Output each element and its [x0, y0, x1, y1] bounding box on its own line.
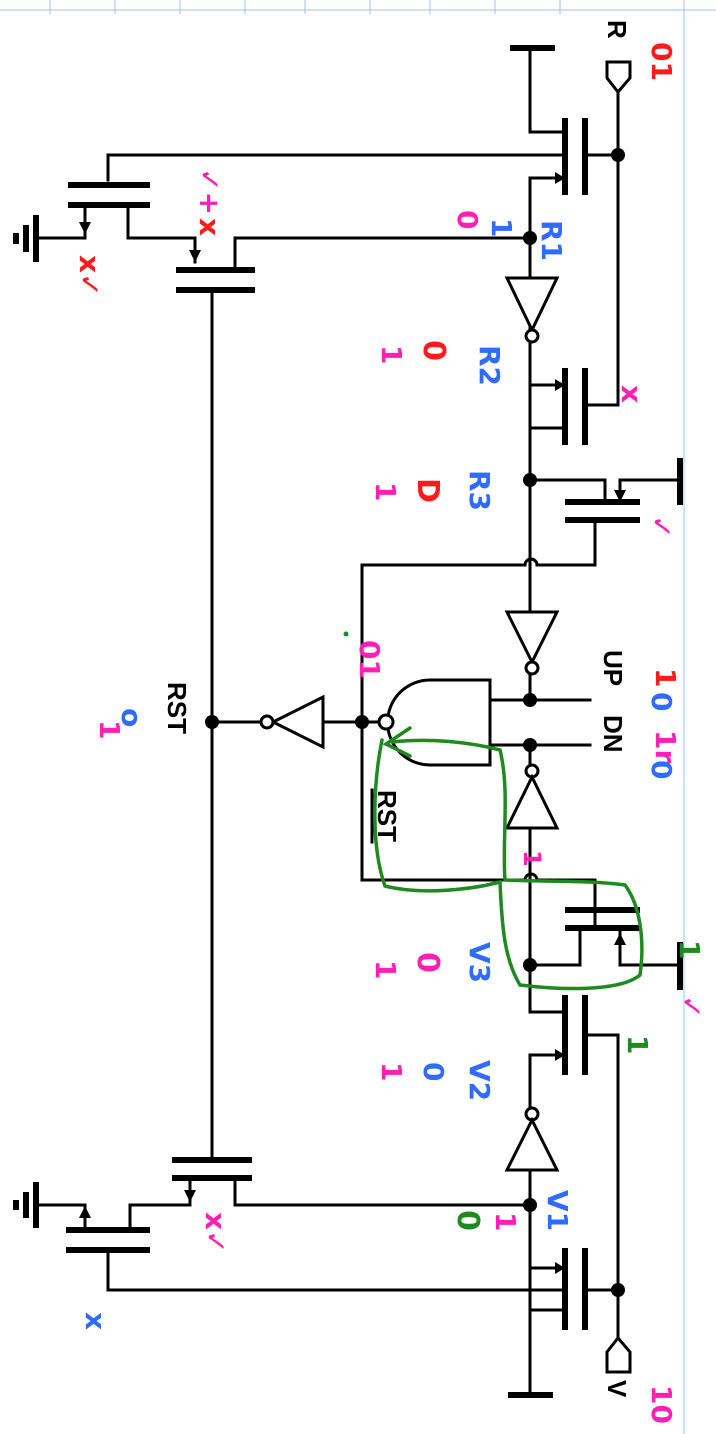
top-left-nmos — [38, 153, 197, 240]
v3-pmos-mark-a: 1 — [673, 940, 706, 959]
v-state: 10 — [645, 1385, 678, 1424]
handwritten-annotations: 01 10 1 0 1r 0 1 o 01 R1 0 1 R2 1 0 R3 1… — [73, 42, 708, 1424]
mid-tick: 1 — [518, 850, 546, 867]
inverter-dn — [504, 763, 560, 967]
v3-pmos-mark-b: ✓ — [675, 995, 708, 1018]
bot-nmos-mark: x — [79, 1312, 112, 1330]
rst-state-a: 1 — [93, 720, 126, 739]
dn-state-b: 0 — [645, 760, 678, 779]
r2-transistor — [528, 340, 620, 482]
label-up: UP — [598, 650, 628, 686]
v1-state-a: 1 — [489, 1212, 522, 1231]
up-dn-outputs — [488, 693, 592, 767]
top-pmos-mark-b: x — [193, 218, 226, 236]
rst-state-b: o — [115, 708, 148, 727]
r3-state-b: D — [410, 478, 445, 503]
r-stack-transistor — [528, 118, 620, 622]
dn-state-a: 1r — [649, 730, 682, 763]
r1-state-b: 1 — [485, 218, 518, 237]
r3-name: R3 — [463, 470, 496, 511]
v3-name: V3 — [463, 942, 496, 983]
v2-state-b: 0 — [417, 1062, 450, 1081]
v3-node — [523, 907, 683, 990]
v3-state-a: 1 — [369, 960, 402, 979]
r1-state-a: 0 — [451, 210, 484, 229]
v1-state-b: 0 — [450, 1210, 485, 1231]
r1-name: R1 — [535, 220, 568, 261]
v1-name: V1 — [541, 1190, 574, 1231]
r-input-port — [605, 60, 632, 407]
r-state: 01 — [645, 42, 678, 81]
ground-bottom — [13, 1182, 39, 1228]
inverter-up — [504, 563, 560, 702]
bottom-rst-transistor — [128, 1157, 252, 1207]
r2-state-b: 0 — [416, 340, 451, 361]
v2-transistor — [528, 963, 620, 1110]
nand-gate — [355, 678, 492, 767]
v2-gate-mark: 1 — [621, 1035, 654, 1054]
up-state-b: 0 — [645, 692, 678, 711]
r2-state-a: 1 — [375, 345, 408, 364]
v2-name: V2 — [463, 1060, 496, 1101]
green-signal-path — [373, 738, 644, 991]
r3-state-a: 1 — [369, 482, 402, 501]
v-stack-transistor — [508, 1248, 620, 1398]
ground-top — [13, 215, 39, 262]
label-r: R — [602, 20, 632, 39]
label-dn: DN — [598, 715, 628, 753]
top-nmos-mark: x✓ — [73, 255, 106, 297]
r2-gate-mark: x — [615, 385, 648, 403]
v3-state-b: 0 — [410, 952, 445, 973]
top-pmos-mark-a: ✓+ — [193, 168, 226, 215]
r3-pmos-mark: ✓ — [645, 515, 678, 538]
inverter-r1-r2 — [504, 276, 560, 344]
inverter-rst — [205, 694, 364, 750]
nand-node-state: 01 — [353, 640, 386, 679]
label-rst: RST — [162, 682, 192, 734]
up-state-a: 1 — [649, 668, 682, 687]
r2-name: R2 — [473, 345, 506, 386]
v2-state-a: 1 — [375, 1062, 408, 1081]
bottom-left-nmos — [38, 1203, 150, 1292]
r3-node — [523, 458, 683, 567]
bot-pmos-mark: x✓ — [199, 1212, 232, 1254]
v-input-port — [605, 1033, 632, 1374]
green-dot — [343, 631, 349, 637]
top-supply — [510, 45, 555, 134]
label-v: V — [602, 1380, 632, 1398]
green-arrowhead — [382, 726, 412, 758]
